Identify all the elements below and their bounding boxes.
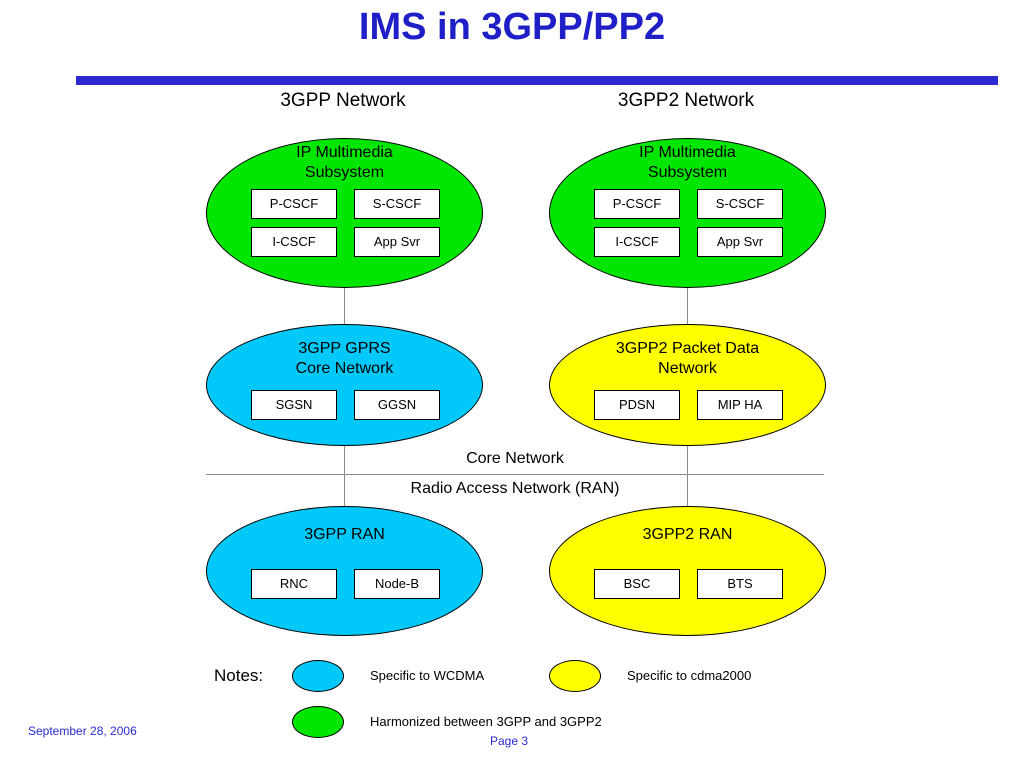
node-ggsn: GGSN	[354, 390, 440, 420]
node-i-cscf: I-CSCF	[251, 227, 337, 257]
legend-text-wcdma: Specific to WCDMA	[370, 668, 485, 683]
packet-data-network-label-line1: 3GPP2 Packet Data	[615, 340, 760, 357]
ims-3gpp-label-line1: IP Multimedia	[296, 144, 393, 161]
ran-3gpp-ellipse: 3GPP RAN RNC Node-B	[206, 506, 483, 636]
ran-3gpp2-label: 3GPP2 RAN	[550, 525, 825, 545]
node-app-svr: App Svr	[697, 227, 783, 257]
node-app-svr: App Svr	[354, 227, 440, 257]
footer-date: September 28, 2006	[28, 724, 137, 738]
legend-text-harmonized: Harmonized between 3GPP and 3GPP2	[370, 714, 602, 729]
packet-data-network-ellipse: 3GPP2 Packet Data Network PDSN MIP HA	[549, 324, 826, 446]
connector-ims-pdn	[687, 286, 688, 326]
gprs-core-label-line1: 3GPP GPRS	[298, 340, 391, 357]
title-rule	[76, 76, 998, 85]
ims-3gpp2-label-line2: Subsystem	[647, 164, 728, 181]
ims-3gpp2-label: IP Multimedia Subsystem	[550, 143, 825, 183]
ims-3gpp2-label-line1: IP Multimedia	[639, 144, 736, 161]
node-i-cscf: I-CSCF	[594, 227, 680, 257]
node-rnc: RNC	[251, 569, 337, 599]
slide-title: IMS in 3GPP/PP2	[358, 6, 666, 48]
gprs-core-ellipse: 3GPP GPRS Core Network SGSN GGSN	[206, 324, 483, 446]
ims-3gpp2-ellipse: IP Multimedia Subsystem P-CSCF S-CSCF I-…	[549, 138, 826, 288]
legend-swatch-wcdma	[292, 660, 344, 692]
node-mip-ha: MIP HA	[697, 390, 783, 420]
ran-label: Radio Access Network (RAN)	[410, 480, 620, 497]
ims-3gpp-label: IP Multimedia Subsystem	[207, 143, 482, 183]
column-heading-3gpp2: 3GPP2 Network	[617, 90, 755, 111]
node-node-b: Node-B	[354, 569, 440, 599]
notes-label: Notes:	[214, 666, 264, 685]
gprs-core-label: 3GPP GPRS Core Network	[207, 339, 482, 379]
connector-ims-gprs	[344, 286, 345, 326]
legend-swatch-cdma2000	[549, 660, 601, 692]
node-p-cscf: P-CSCF	[251, 189, 337, 219]
packet-data-network-label: 3GPP2 Packet Data Network	[550, 339, 825, 379]
core-network-label: Core Network	[466, 450, 564, 467]
ran-3gpp2-ellipse: 3GPP2 RAN BSC BTS	[549, 506, 826, 636]
node-bsc: BSC	[594, 569, 680, 599]
ims-3gpp-label-line2: Subsystem	[304, 164, 385, 181]
ran-3gpp-label: 3GPP RAN	[207, 525, 482, 545]
column-heading-3gpp: 3GPP Network	[280, 90, 406, 111]
node-sgsn: SGSN	[251, 390, 337, 420]
ran-3gpp-label-line1: 3GPP RAN	[304, 526, 385, 543]
footer-page-number: Page 3	[490, 734, 529, 748]
node-pdsn: PDSN	[594, 390, 680, 420]
gprs-core-label-line2: Core Network	[295, 360, 394, 377]
core-ran-divider	[206, 474, 824, 475]
node-s-cscf: S-CSCF	[697, 189, 783, 219]
ims-3gpp-ellipse: IP Multimedia Subsystem P-CSCF S-CSCF I-…	[206, 138, 483, 288]
packet-data-network-label-line2: Network	[658, 360, 717, 377]
node-s-cscf: S-CSCF	[354, 189, 440, 219]
legend-text-cdma2000: Specific to cdma2000	[627, 668, 752, 683]
legend-swatch-harmonized	[292, 706, 344, 738]
ran-3gpp2-label-line1: 3GPP2 RAN	[642, 526, 733, 543]
node-p-cscf: P-CSCF	[594, 189, 680, 219]
connector-pdn-ran	[687, 444, 688, 508]
connector-gprs-ran	[344, 444, 345, 508]
node-bts: BTS	[697, 569, 783, 599]
